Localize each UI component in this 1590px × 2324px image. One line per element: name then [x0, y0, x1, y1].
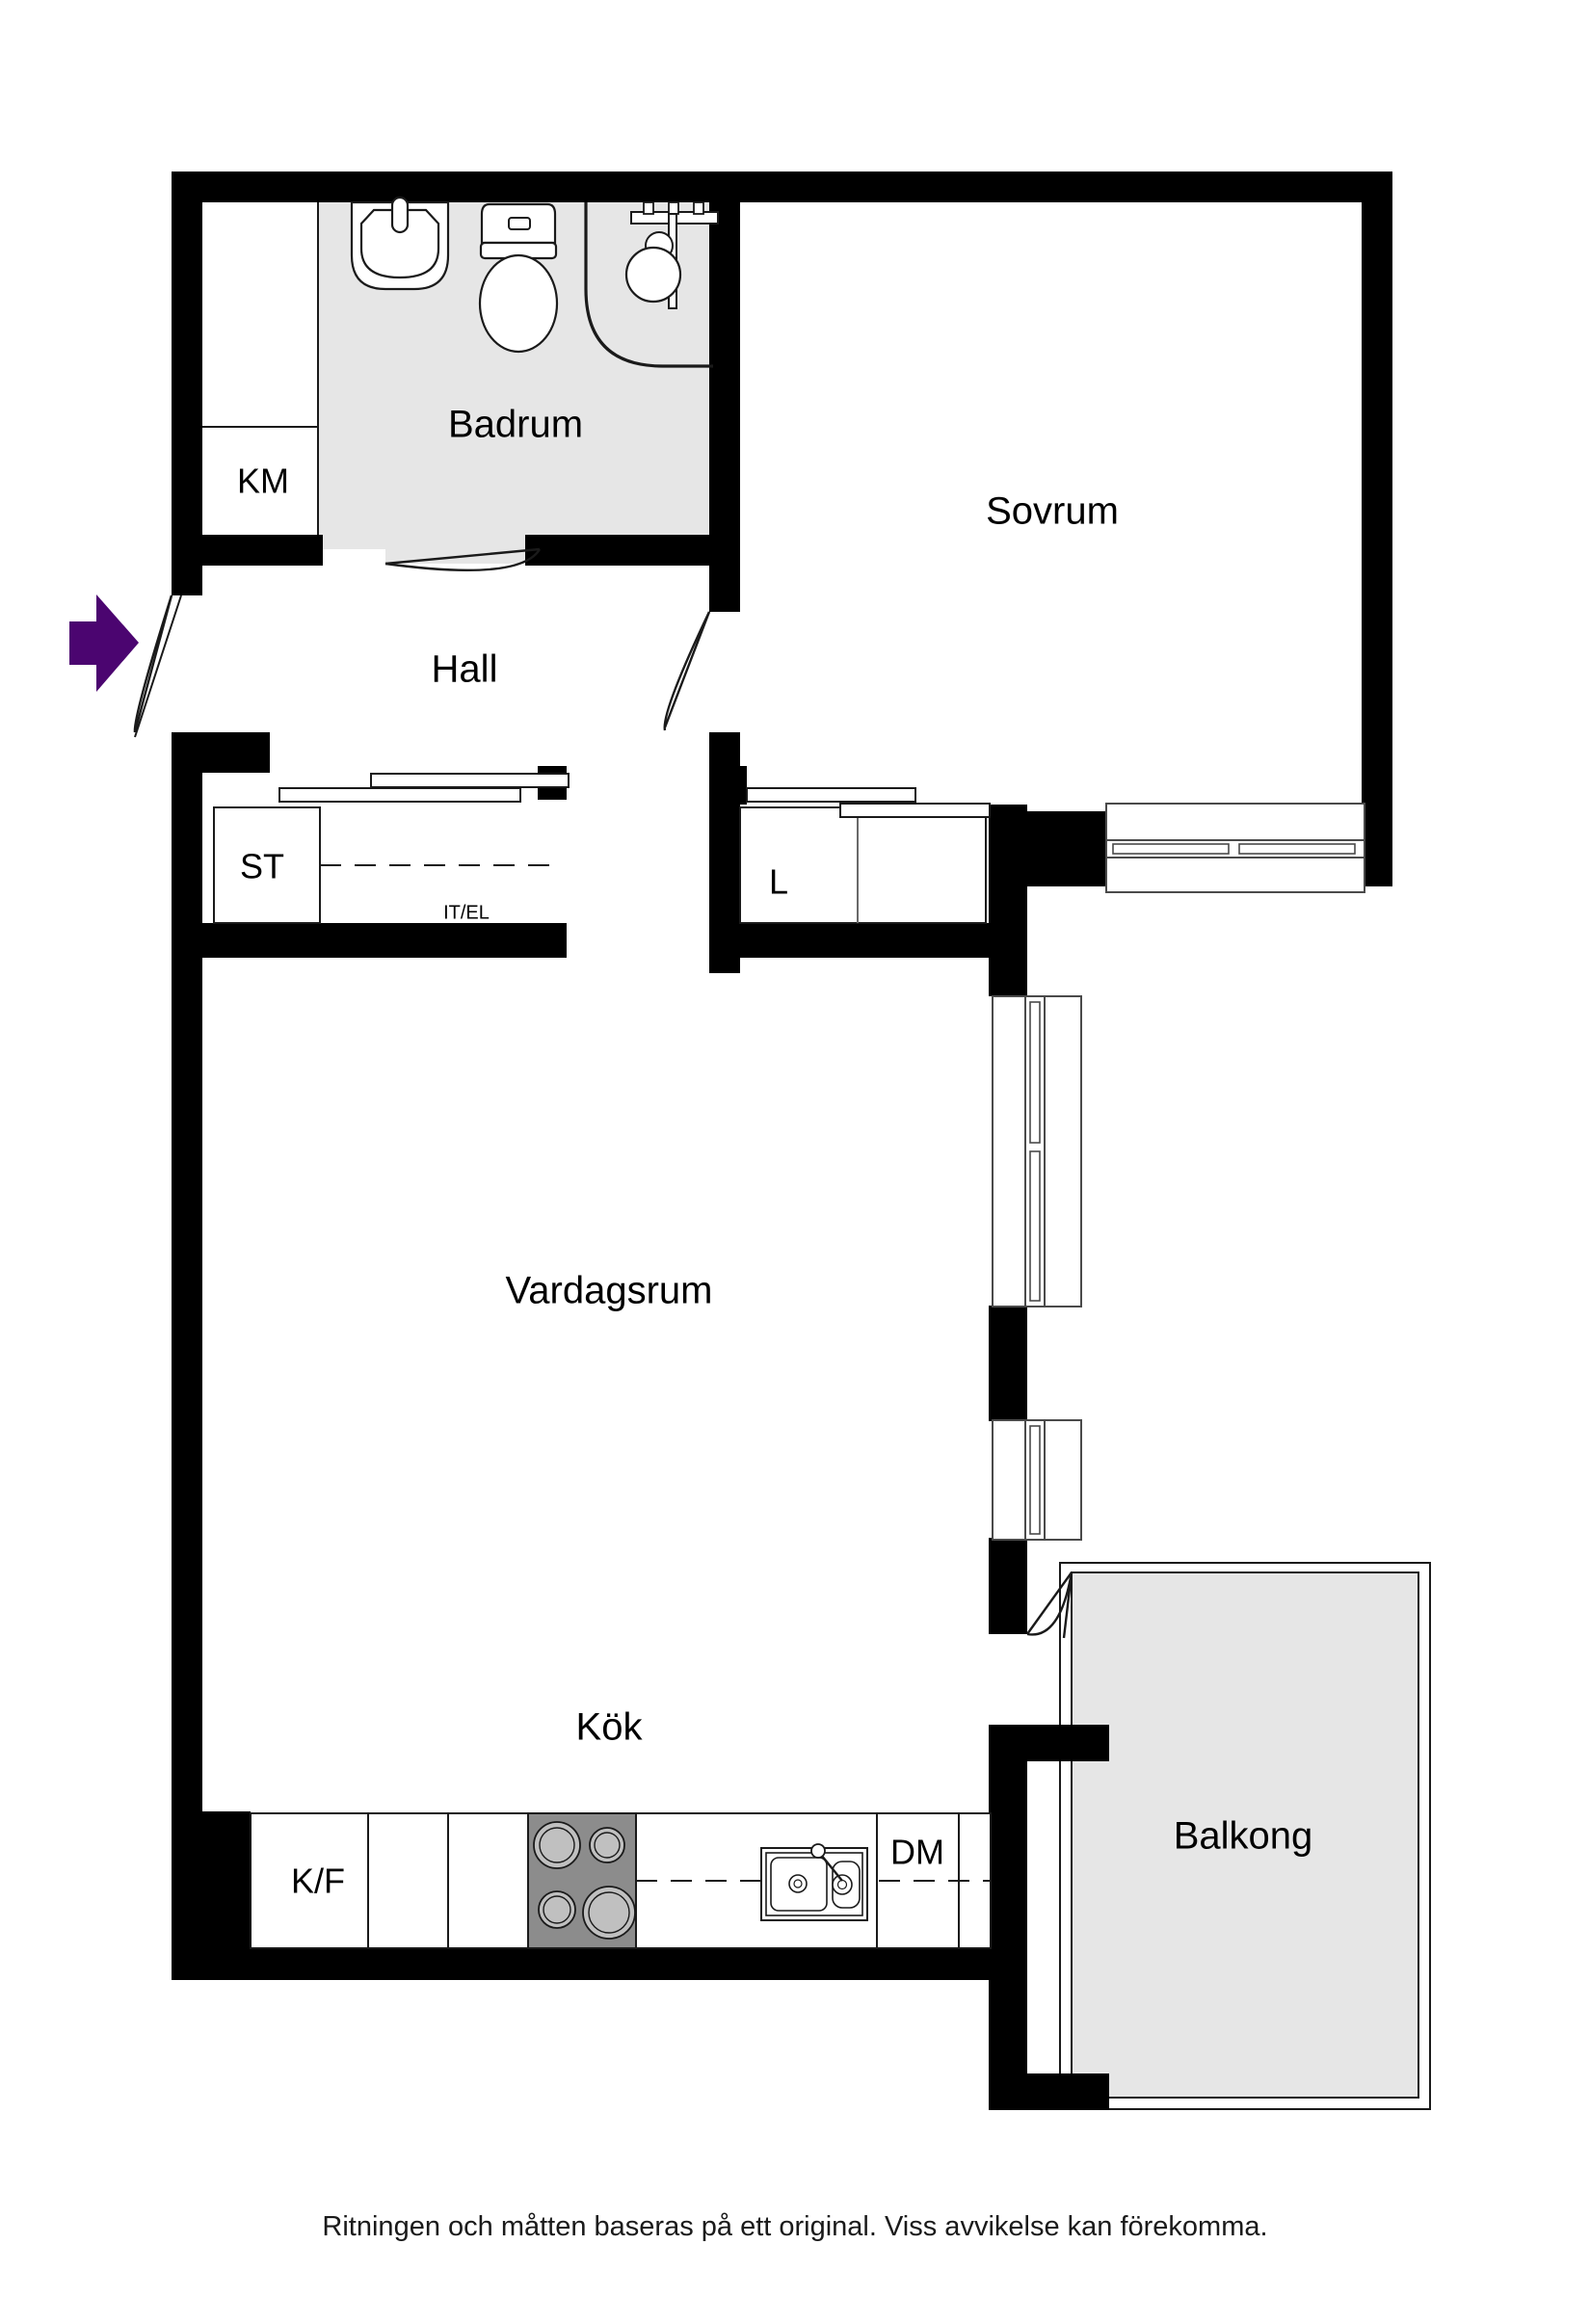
bathroom-door-swing: [384, 548, 542, 572]
wall-exterior-left-lower: [172, 732, 202, 1980]
wall-l-right: [989, 805, 1027, 958]
annotation-label-kf: K/F: [291, 1862, 345, 1901]
entrance-door-swing: [133, 594, 173, 733]
annotation-label-st: ST: [240, 847, 284, 886]
balcony-door-leaf: [1026, 1571, 1073, 1635]
wall-living-east-4: [989, 1725, 1027, 2110]
wall-exterior-bottom: [172, 1949, 1010, 1980]
shower-icon: [624, 201, 719, 309]
closet-l-box: [739, 806, 987, 924]
balcony-floor-outline: [1071, 1571, 1419, 2099]
wall-bathroom-bottom-left: [188, 535, 323, 566]
wall-living-east-3: [989, 1538, 1027, 1634]
bedroom-door-swing: [663, 611, 711, 731]
toilet-icon: [478, 202, 559, 354]
stove-cooktop-icon: [527, 1812, 637, 1949]
wall-hall-sovrum-upper: [709, 188, 740, 573]
room-label-vardagsrum: Vardagsrum: [506, 1270, 713, 1312]
wall-sovrum-southeast: [1362, 811, 1392, 886]
wall-living-east-1: [989, 958, 1027, 996]
wall-exterior-left-upper: [172, 172, 202, 595]
wall-st-bottom-right: [509, 923, 567, 958]
wall-l-bottom: [709, 923, 989, 958]
entrance-arrow-icon: [69, 594, 139, 692]
shower-screen-icon: [584, 202, 713, 368]
toilet-flush-icon: [508, 217, 531, 230]
kitchen-sink-icon: [760, 1843, 868, 1921]
closet-st-box: [213, 806, 321, 924]
wall-st-bottom: [188, 923, 540, 958]
closet-rail-lower: [278, 787, 521, 803]
wall-kitchen-left-stub: [172, 1811, 251, 1980]
bedroom-window: [1105, 803, 1365, 893]
wall-living-east-2: [989, 1306, 1027, 1421]
living-room-window-lower: [992, 1419, 1082, 1541]
room-label-balkong: Balkong: [1174, 1815, 1313, 1858]
annotation-label-km: KM: [237, 462, 289, 501]
linen-closet-l: [739, 787, 991, 924]
kitchen-counter-run: [250, 1812, 992, 1949]
living-room-window-upper: [992, 995, 1082, 1307]
wall-bathroom-bottom-right: [525, 535, 723, 566]
annotation-label-itel: IT/EL: [443, 902, 490, 923]
wall-exterior-right-upper: [1362, 172, 1392, 846]
wall-exterior-top: [172, 172, 1392, 202]
room-label-hall: Hall: [432, 648, 498, 691]
wall-hall-bottom-left: [188, 732, 270, 773]
bathroom-door-leaf: [384, 547, 541, 566]
room-label-sovrum: Sovrum: [986, 490, 1119, 533]
drawing-disclaimer: Ritningen och måtten baseras på ett orig…: [322, 2211, 1268, 2242]
bedroom-door-leaf: [663, 611, 711, 728]
closet-l-rail-lower: [746, 787, 916, 803]
balcony-door-swing: [1026, 1571, 1073, 1636]
wall-kok-east-stub: [989, 1725, 1109, 1761]
wall-hall-jamb: [709, 573, 740, 612]
basin-tap-icon: [390, 196, 410, 234]
entrance-threshold: [134, 594, 182, 738]
wall-balcony-bottom-stub: [989, 2073, 1109, 2110]
room-label-badrum: Badrum: [448, 404, 583, 446]
annotation-label-dm: DM: [890, 1833, 944, 1872]
balcony-floor-fill: [1072, 1572, 1418, 2098]
wall-l-left-jamb: [718, 766, 747, 805]
wash-basin-icon: [350, 196, 450, 291]
storage-closet-st: [213, 773, 570, 924]
closet-rail-upper: [370, 773, 570, 788]
annotation-label-l: L: [769, 862, 788, 902]
room-label-kok: Kök: [576, 1706, 644, 1749]
balcony-rail-outline: [1059, 1562, 1431, 2110]
closet-l-rail-upper: [839, 803, 991, 818]
